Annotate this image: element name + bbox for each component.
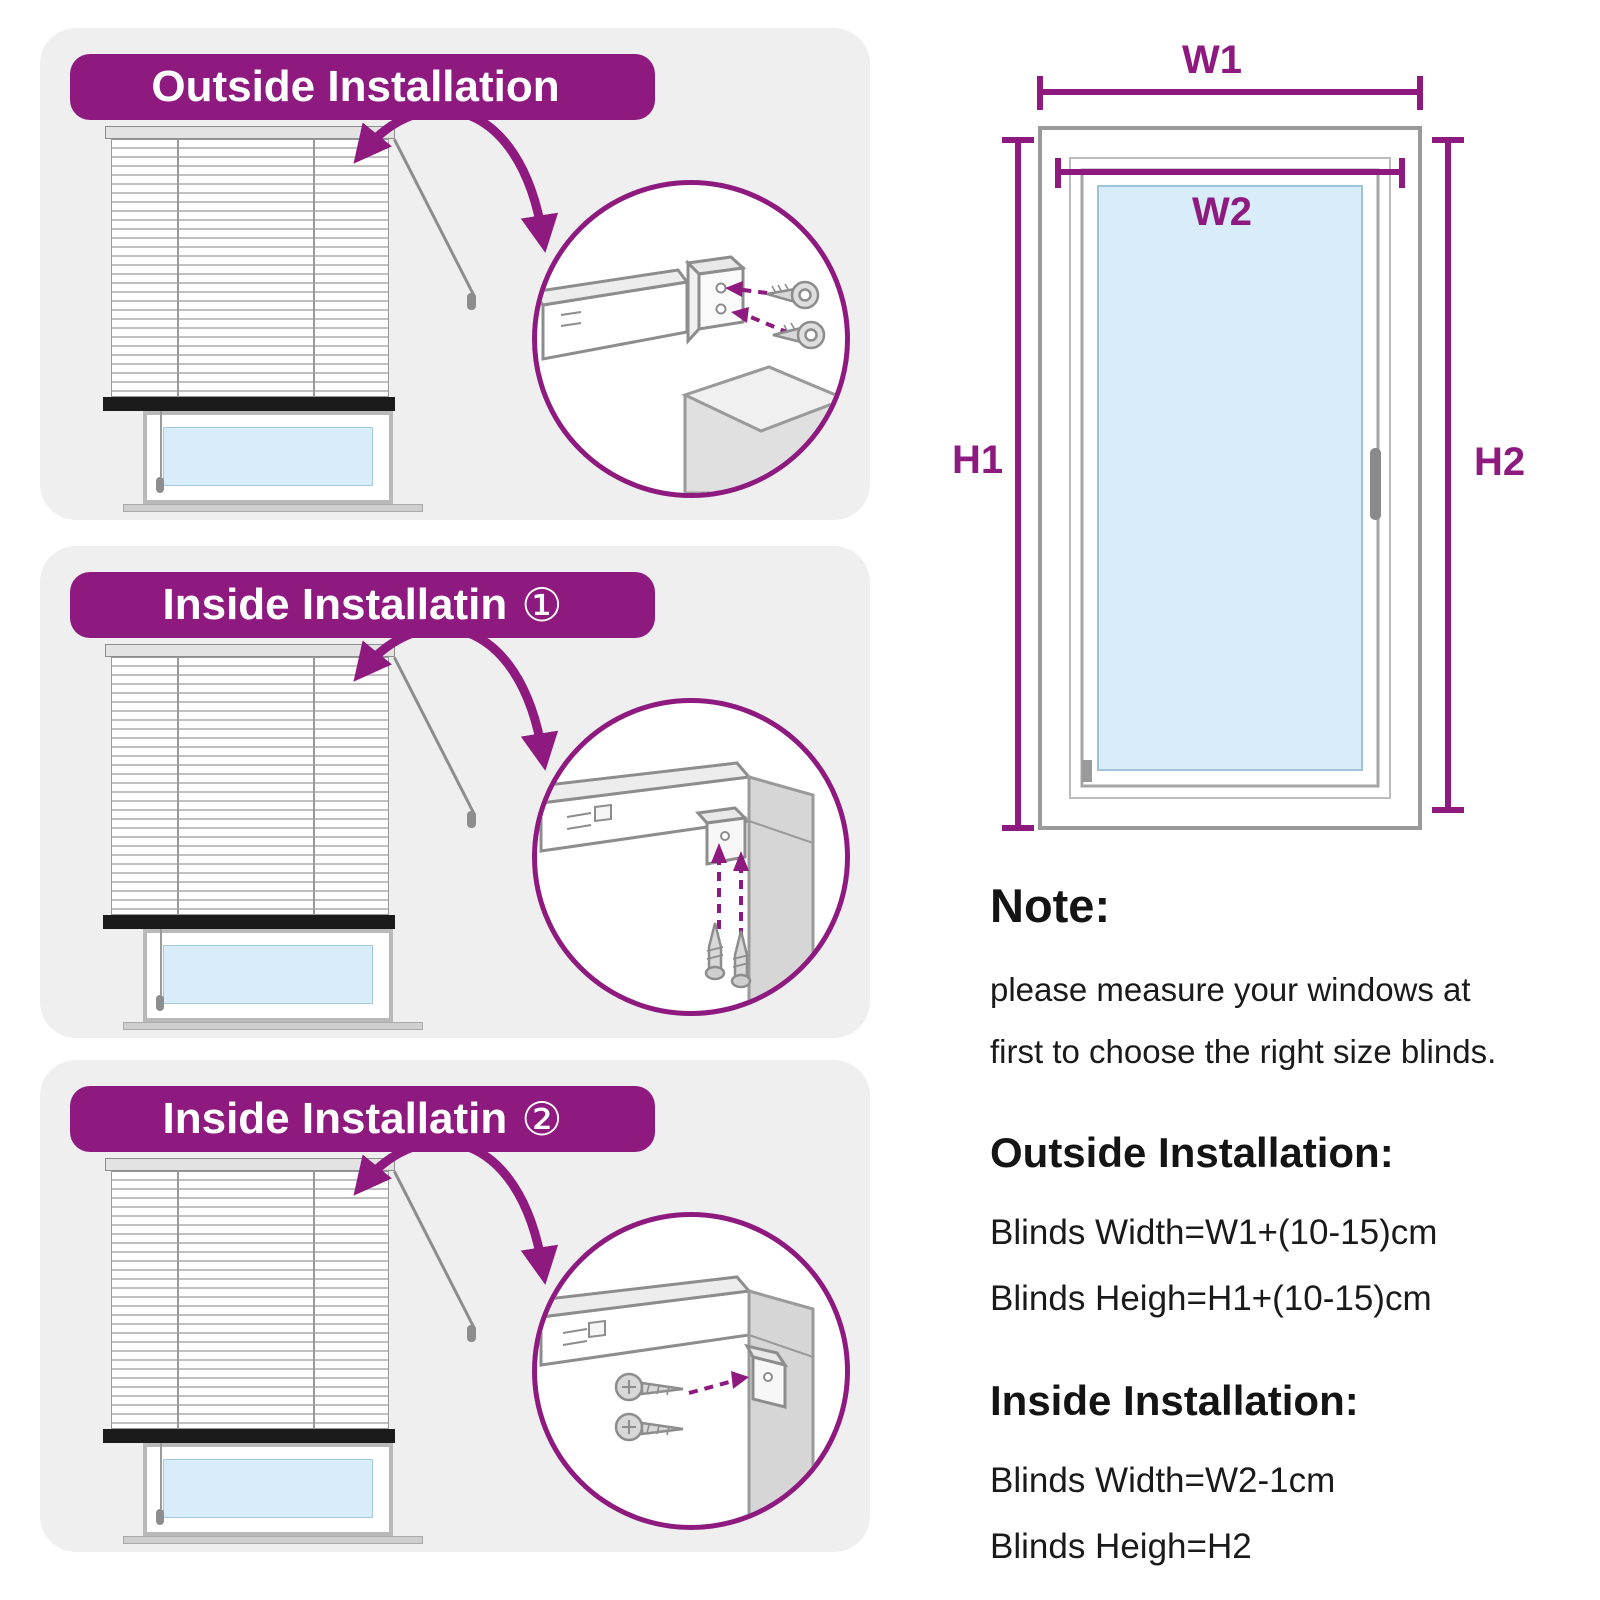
banner-outside-installation: Outside Installation: [70, 54, 655, 120]
window-measurement-diagram: W1 W2 H1 H2: [940, 20, 1600, 880]
window-frame-illustration: [143, 411, 393, 504]
blinds-slats: [111, 1171, 389, 1429]
note-title: Note:: [990, 879, 1111, 932]
window-sill: [123, 504, 423, 512]
tilt-wand-handle: [467, 811, 476, 828]
ladder-cord: [177, 1171, 179, 1429]
dimension-label-w2: W2: [1192, 190, 1252, 234]
inside-bracket-detail-side-illustration: [537, 1275, 815, 1525]
banner-title: Inside Installatin: [162, 580, 508, 629]
outside-installation-title: Outside Installation:: [990, 1129, 1394, 1176]
blinds-slats: [111, 657, 389, 915]
note-line: first to choose the right size blinds.: [990, 1033, 1497, 1070]
blinds-illustration: [65, 1140, 495, 1544]
bracket-detail-circle: [532, 180, 850, 498]
window-glass: [163, 1459, 373, 1518]
ladder-cord: [313, 1171, 315, 1429]
dimension-label-h2: H2: [1474, 440, 1526, 484]
blinds-slats: [111, 139, 389, 397]
dimension-label-w1: W1: [1182, 38, 1242, 82]
panel-inside-installation-1: Inside Installatin ①: [40, 546, 870, 1038]
bracket-detail-circle: [532, 698, 850, 1016]
banner-badge-1: ①: [521, 579, 563, 631]
curved-arrow-icon: [353, 1137, 559, 1285]
banner-inside-installation-2: Inside Installatin ②: [70, 1086, 655, 1152]
pull-cord: [160, 411, 162, 477]
window-hinge-icon: [1082, 760, 1092, 782]
bracket-detail-circle: [532, 1212, 850, 1530]
window-sill: [123, 1022, 423, 1030]
inside-bracket-detail-up-illustration: [537, 761, 815, 1011]
cord-tassel: [156, 995, 164, 1011]
note-line: please measure your windows at: [990, 971, 1471, 1008]
banner-inside-installation-1: Inside Installatin ①: [70, 572, 655, 638]
blinds-illustration: [65, 108, 495, 512]
window-diagram-drawing: [1002, 76, 1464, 831]
cord-tassel: [156, 477, 164, 493]
inside-height-formula: Blinds Heigh=H2: [990, 1527, 1252, 1566]
window-frame-illustration: [143, 929, 393, 1022]
ladder-cord: [177, 657, 179, 915]
blinds-bottom-rail: [103, 397, 395, 411]
pull-cord: [160, 1443, 162, 1509]
outside-width-formula: Blinds Width=W1+(10-15)cm: [990, 1213, 1438, 1252]
inside-installation-title: Inside Installation:: [990, 1377, 1359, 1424]
blinds-illustration: [65, 626, 495, 1030]
banner-title: Inside Installatin: [162, 1094, 508, 1143]
banner-title: Outside Installation: [151, 62, 560, 111]
window-sill: [123, 1536, 423, 1544]
banner-badge-2: ②: [521, 1093, 563, 1145]
inside-width-formula: Blinds Width=W2-1cm: [990, 1461, 1336, 1500]
curved-arrow-icon: [353, 623, 559, 771]
panel-outside-installation: Outside Installation: [40, 28, 870, 520]
outside-bracket-detail-illustration: [537, 255, 845, 493]
pull-cord: [160, 929, 162, 995]
ladder-cord: [177, 139, 179, 397]
window-glass: [163, 427, 373, 486]
ladder-cord: [313, 657, 315, 915]
curved-arrow-icon: [353, 105, 559, 253]
dimension-label-h1: H1: [952, 438, 1004, 482]
blinds-bottom-rail: [103, 1429, 395, 1443]
tilt-wand-handle: [467, 1325, 476, 1342]
ladder-cord: [313, 139, 315, 397]
window-glass: [163, 945, 373, 1004]
cord-tassel: [156, 1509, 164, 1525]
outside-height-formula: Blinds Heigh=H1+(10-15)cm: [990, 1279, 1432, 1318]
notes-section: Note: please measure your windows at fir…: [990, 878, 1580, 1593]
window-handle-icon: [1370, 448, 1381, 520]
tilt-wand-handle: [467, 293, 476, 310]
panel-inside-installation-2: Inside Installatin ②: [40, 1060, 870, 1552]
blinds-bottom-rail: [103, 915, 395, 929]
window-frame-illustration: [143, 1443, 393, 1536]
